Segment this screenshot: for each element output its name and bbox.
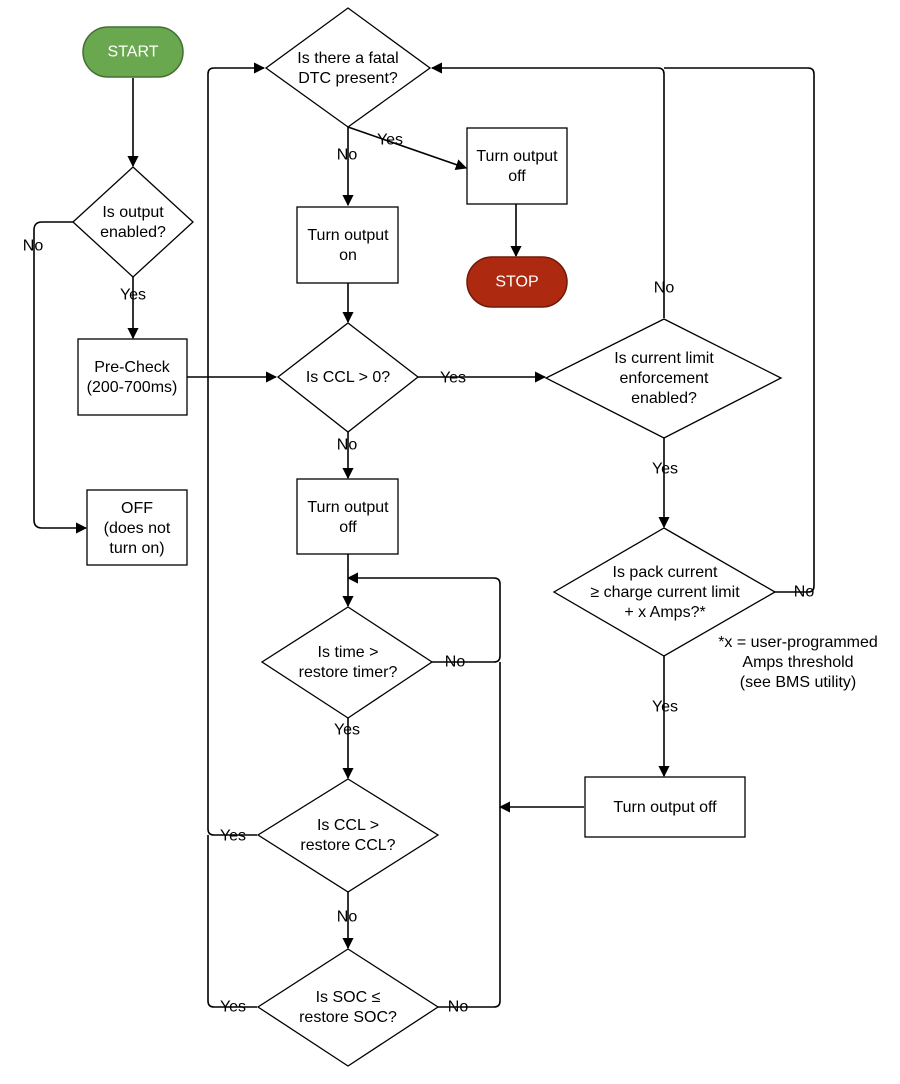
ccl-no-label: No	[337, 437, 358, 454]
pre-check-process: Pre-Check (200-700ms)	[77, 338, 188, 416]
pack-current-decision: Is pack current ≥ charge current limit + x…	[552, 527, 777, 657]
ccl-yes-label: Yes	[440, 370, 466, 387]
label-line: (see BMS utility)	[740, 674, 856, 691]
turn-off-fatal-process: Turn output off	[466, 127, 568, 205]
ccl-restore-yes-label: Yes	[220, 828, 246, 845]
time-restore-decision: Is time > restore timer?	[260, 606, 434, 719]
edge-pack-no-to-fatal	[664, 67, 815, 593]
limit-enforcement-decision: Is current limit enforcement enabled?	[544, 318, 783, 439]
output-enabled-label: Is output enabled?	[100, 204, 166, 241]
turn-on-label: Turn output on	[307, 227, 389, 264]
edge-time-no-loop	[346, 572, 501, 663]
pack-no-label: No	[794, 584, 815, 601]
label-line: enforcement	[620, 370, 709, 387]
label-line: enabled?	[631, 390, 697, 407]
edge-output-enabled-no-to-off	[33, 221, 88, 534]
edge-fatal-yes-to-turn-off	[347, 126, 468, 170]
edge-soc-no-to-loop	[438, 662, 501, 1008]
label-line: Amps threshold	[742, 654, 853, 671]
label-line: Is current limit	[614, 350, 714, 367]
label-line: OFF	[121, 500, 153, 517]
ccl-gt-zero-label: Is CCL > 0?	[306, 369, 390, 386]
nodes: START Is output enabled? Pre-Check (200-70…	[72, 7, 783, 1067]
label-line: Is output	[102, 204, 164, 221]
time-no-label: No	[445, 654, 466, 671]
turn-on-process: Turn output on	[296, 206, 399, 284]
stop-label: STOP	[495, 274, 538, 291]
label-line: off	[508, 168, 526, 185]
label-line: Is there a fatal	[297, 50, 398, 67]
pack-current-label: Is pack current ≥ charge current limit + x…	[590, 564, 740, 621]
label-line: Is CCL >	[317, 817, 379, 834]
soc-no-label: No	[448, 999, 469, 1016]
edges	[33, 62, 815, 1008]
label-line: (200-700ms)	[87, 379, 178, 396]
output-enabled-no-label: No	[23, 238, 44, 255]
label-line: Turn output	[307, 499, 389, 516]
turn-off-ccl-process: Turn output off	[296, 478, 399, 555]
label-line: turn on)	[109, 540, 164, 557]
start-label: START	[108, 44, 159, 61]
enforcement-no-label: No	[654, 280, 675, 297]
fatal-no-label: No	[337, 147, 358, 164]
label-line: on	[339, 247, 357, 264]
label-line: Turn output	[476, 148, 558, 165]
edge-soc-yes-to-left-line	[207, 835, 257, 1008]
label-line: Is time >	[318, 644, 379, 661]
output-enabled-yes-label: Yes	[120, 287, 146, 304]
soc-restore-decision: Is SOC ≤ restore SOC?	[256, 948, 440, 1067]
pack-yes-label: Yes	[652, 699, 678, 716]
ccl-restore-no-label: No	[337, 909, 358, 926]
label-line: Is pack current	[613, 564, 718, 581]
ccl-restore-label: Is CCL > restore CCL?	[300, 817, 395, 854]
fatal-yes-label: Yes	[377, 132, 403, 149]
label-line: Is SOC ≤	[316, 989, 381, 1006]
label-line: DTC present?	[298, 70, 398, 87]
label-line: Turn output off	[613, 799, 717, 816]
edge-ccl-restore-yes-to-fatal	[207, 62, 266, 836]
label-line: *x = user-programmed	[718, 634, 878, 651]
turn-off-pack-process: Turn output off	[584, 776, 746, 838]
label-line: off	[339, 519, 357, 536]
stop-terminal: STOP	[466, 256, 568, 308]
label-line: + x Amps?*	[624, 604, 705, 621]
label-line: restore SOC?	[299, 1009, 397, 1026]
ccl-gt-zero-decision: Is CCL > 0?	[276, 322, 420, 433]
turn-off-pack-label: Turn output off	[613, 799, 717, 816]
soc-yes-label: Yes	[220, 999, 246, 1016]
time-yes-label: Yes	[334, 722, 360, 739]
label-line: Pre-Check	[94, 359, 171, 376]
label-line: (does not	[104, 520, 171, 537]
label-line: enabled?	[100, 224, 166, 241]
edge-labels: No Yes Yes No Yes No No Yes No Yes No Ye…	[23, 132, 815, 1016]
pre-check-label: Pre-Check (200-700ms)	[87, 359, 178, 396]
start-terminal: START	[82, 26, 184, 78]
soc-restore-label: Is SOC ≤ restore SOC?	[299, 989, 397, 1026]
label-line: Turn output	[307, 227, 389, 244]
turn-off-ccl-label: Turn output off	[307, 499, 389, 536]
label-line: restore CCL?	[300, 837, 395, 854]
label-line: restore timer?	[299, 664, 398, 681]
ccl-restore-decision: Is CCL > restore CCL?	[256, 778, 440, 893]
time-restore-label: Is time > restore timer?	[299, 644, 398, 681]
off-not-on-label: OFF (does not turn on)	[104, 500, 171, 557]
output-enabled-decision: Is output enabled?	[72, 166, 194, 278]
enforcement-yes-label: Yes	[652, 461, 678, 478]
edge-enforcement-no-to-fatal	[430, 62, 665, 318]
label-line: ≥ charge current limit	[590, 584, 740, 601]
limit-enforcement-label: Is current limit enforcement enabled?	[614, 350, 714, 407]
off-not-on-process: OFF (does not turn on)	[86, 489, 188, 566]
turn-off-fatal-label: Turn output off	[476, 148, 558, 185]
label-line: Is CCL > 0?	[306, 369, 390, 386]
